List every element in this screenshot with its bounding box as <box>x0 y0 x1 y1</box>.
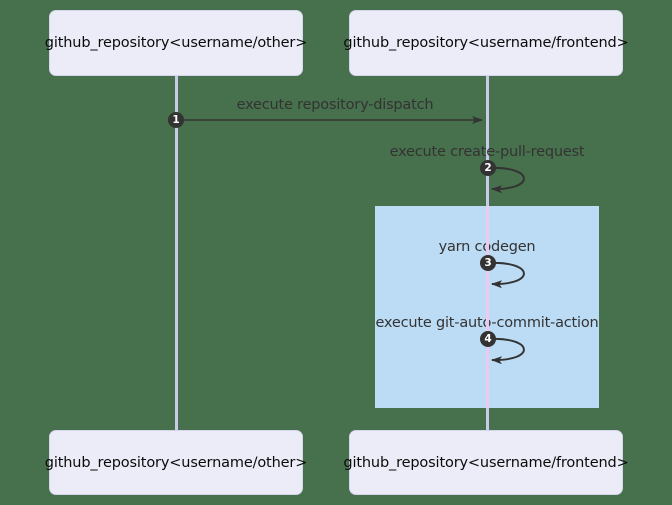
lifeline-frontend-activated-overlay <box>486 206 489 408</box>
lifeline-frontend-lower <box>486 408 489 430</box>
participant-label-frontend-top: github_repository<username/frontend> <box>343 35 629 51</box>
participant-label-other-top: github_repository<username/other> <box>44 35 308 51</box>
sequence-badge-4: 4 <box>480 331 496 347</box>
participant-label-other-bottom: github_repository<username/other> <box>44 454 308 471</box>
participant-box-frontend-bottom[interactable]: github_repository<username/frontend> <box>343 430 629 495</box>
participant-box-other-top[interactable]: github_repository<username/other> <box>45 10 307 76</box>
participant-label-frontend-bottom: github_repository<username/frontend> <box>343 454 629 471</box>
message-label-1: execute repository-dispatch <box>236 97 434 113</box>
participant-box-other-bottom[interactable]: github_repository<username/other> <box>45 430 307 495</box>
lifeline-frontend-upper <box>486 75 489 206</box>
sequence-badge-1: 1 <box>168 112 184 128</box>
participant-box-frontend-top[interactable]: github_repository<username/frontend> <box>343 10 629 76</box>
message-label-2: execute create-pull-request <box>389 144 585 160</box>
lifeline-other <box>175 75 178 430</box>
sequence-badge-3: 3 <box>480 255 496 271</box>
sequence-badge-2: 2 <box>480 160 496 176</box>
